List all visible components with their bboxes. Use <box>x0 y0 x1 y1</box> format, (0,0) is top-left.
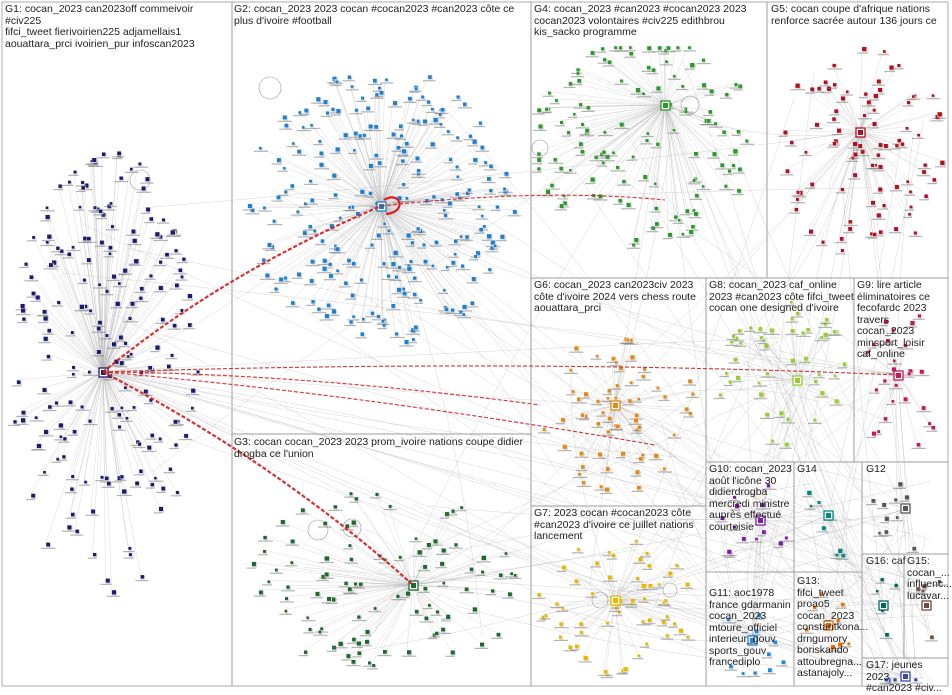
group-boxes <box>2 2 948 686</box>
hub-edges <box>103 195 898 585</box>
group-box-g2 <box>232 2 531 434</box>
group-box-g9 <box>854 278 948 462</box>
